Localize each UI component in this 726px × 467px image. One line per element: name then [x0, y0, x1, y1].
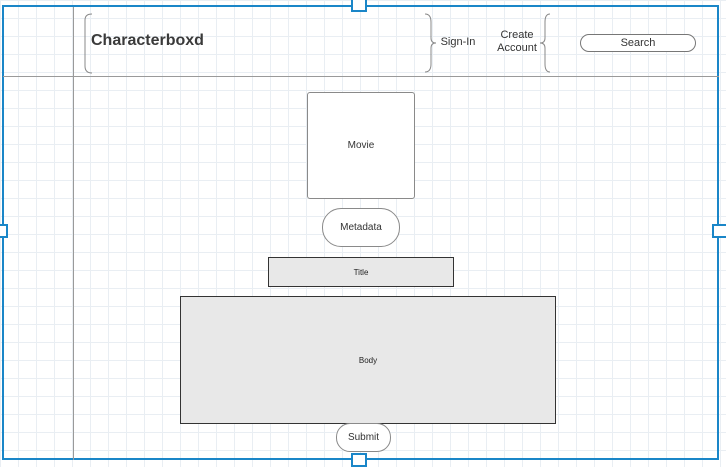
metadata-label: Metadata [340, 222, 382, 233]
create-account-link[interactable]: Create Account [497, 29, 537, 54]
resize-handle-left[interactable] [0, 224, 8, 238]
header-divider [3, 76, 719, 77]
sidebar-divider [73, 7, 74, 460]
metadata-box: Metadata [322, 208, 400, 247]
header-brace-right [424, 13, 437, 73]
movie-poster-box: Movie [307, 92, 415, 199]
header-brace-left [539, 13, 551, 73]
header-left-bracket [84, 13, 93, 74]
body-label: Body [358, 355, 378, 365]
movie-label: Movie [347, 140, 375, 151]
title-label: Title [353, 267, 369, 277]
submit-label: Submit [347, 432, 380, 443]
sign-in-link[interactable]: Sign-In [440, 36, 476, 48]
body-textarea[interactable]: Body [180, 296, 556, 424]
site-title: Characterboxd [91, 32, 204, 49]
resize-handle-right[interactable] [712, 224, 726, 238]
search-button[interactable]: Search [580, 34, 696, 52]
title-input[interactable]: Title [268, 257, 454, 287]
resize-handle-top[interactable] [351, 0, 367, 12]
submit-button[interactable]: Submit [336, 423, 391, 452]
